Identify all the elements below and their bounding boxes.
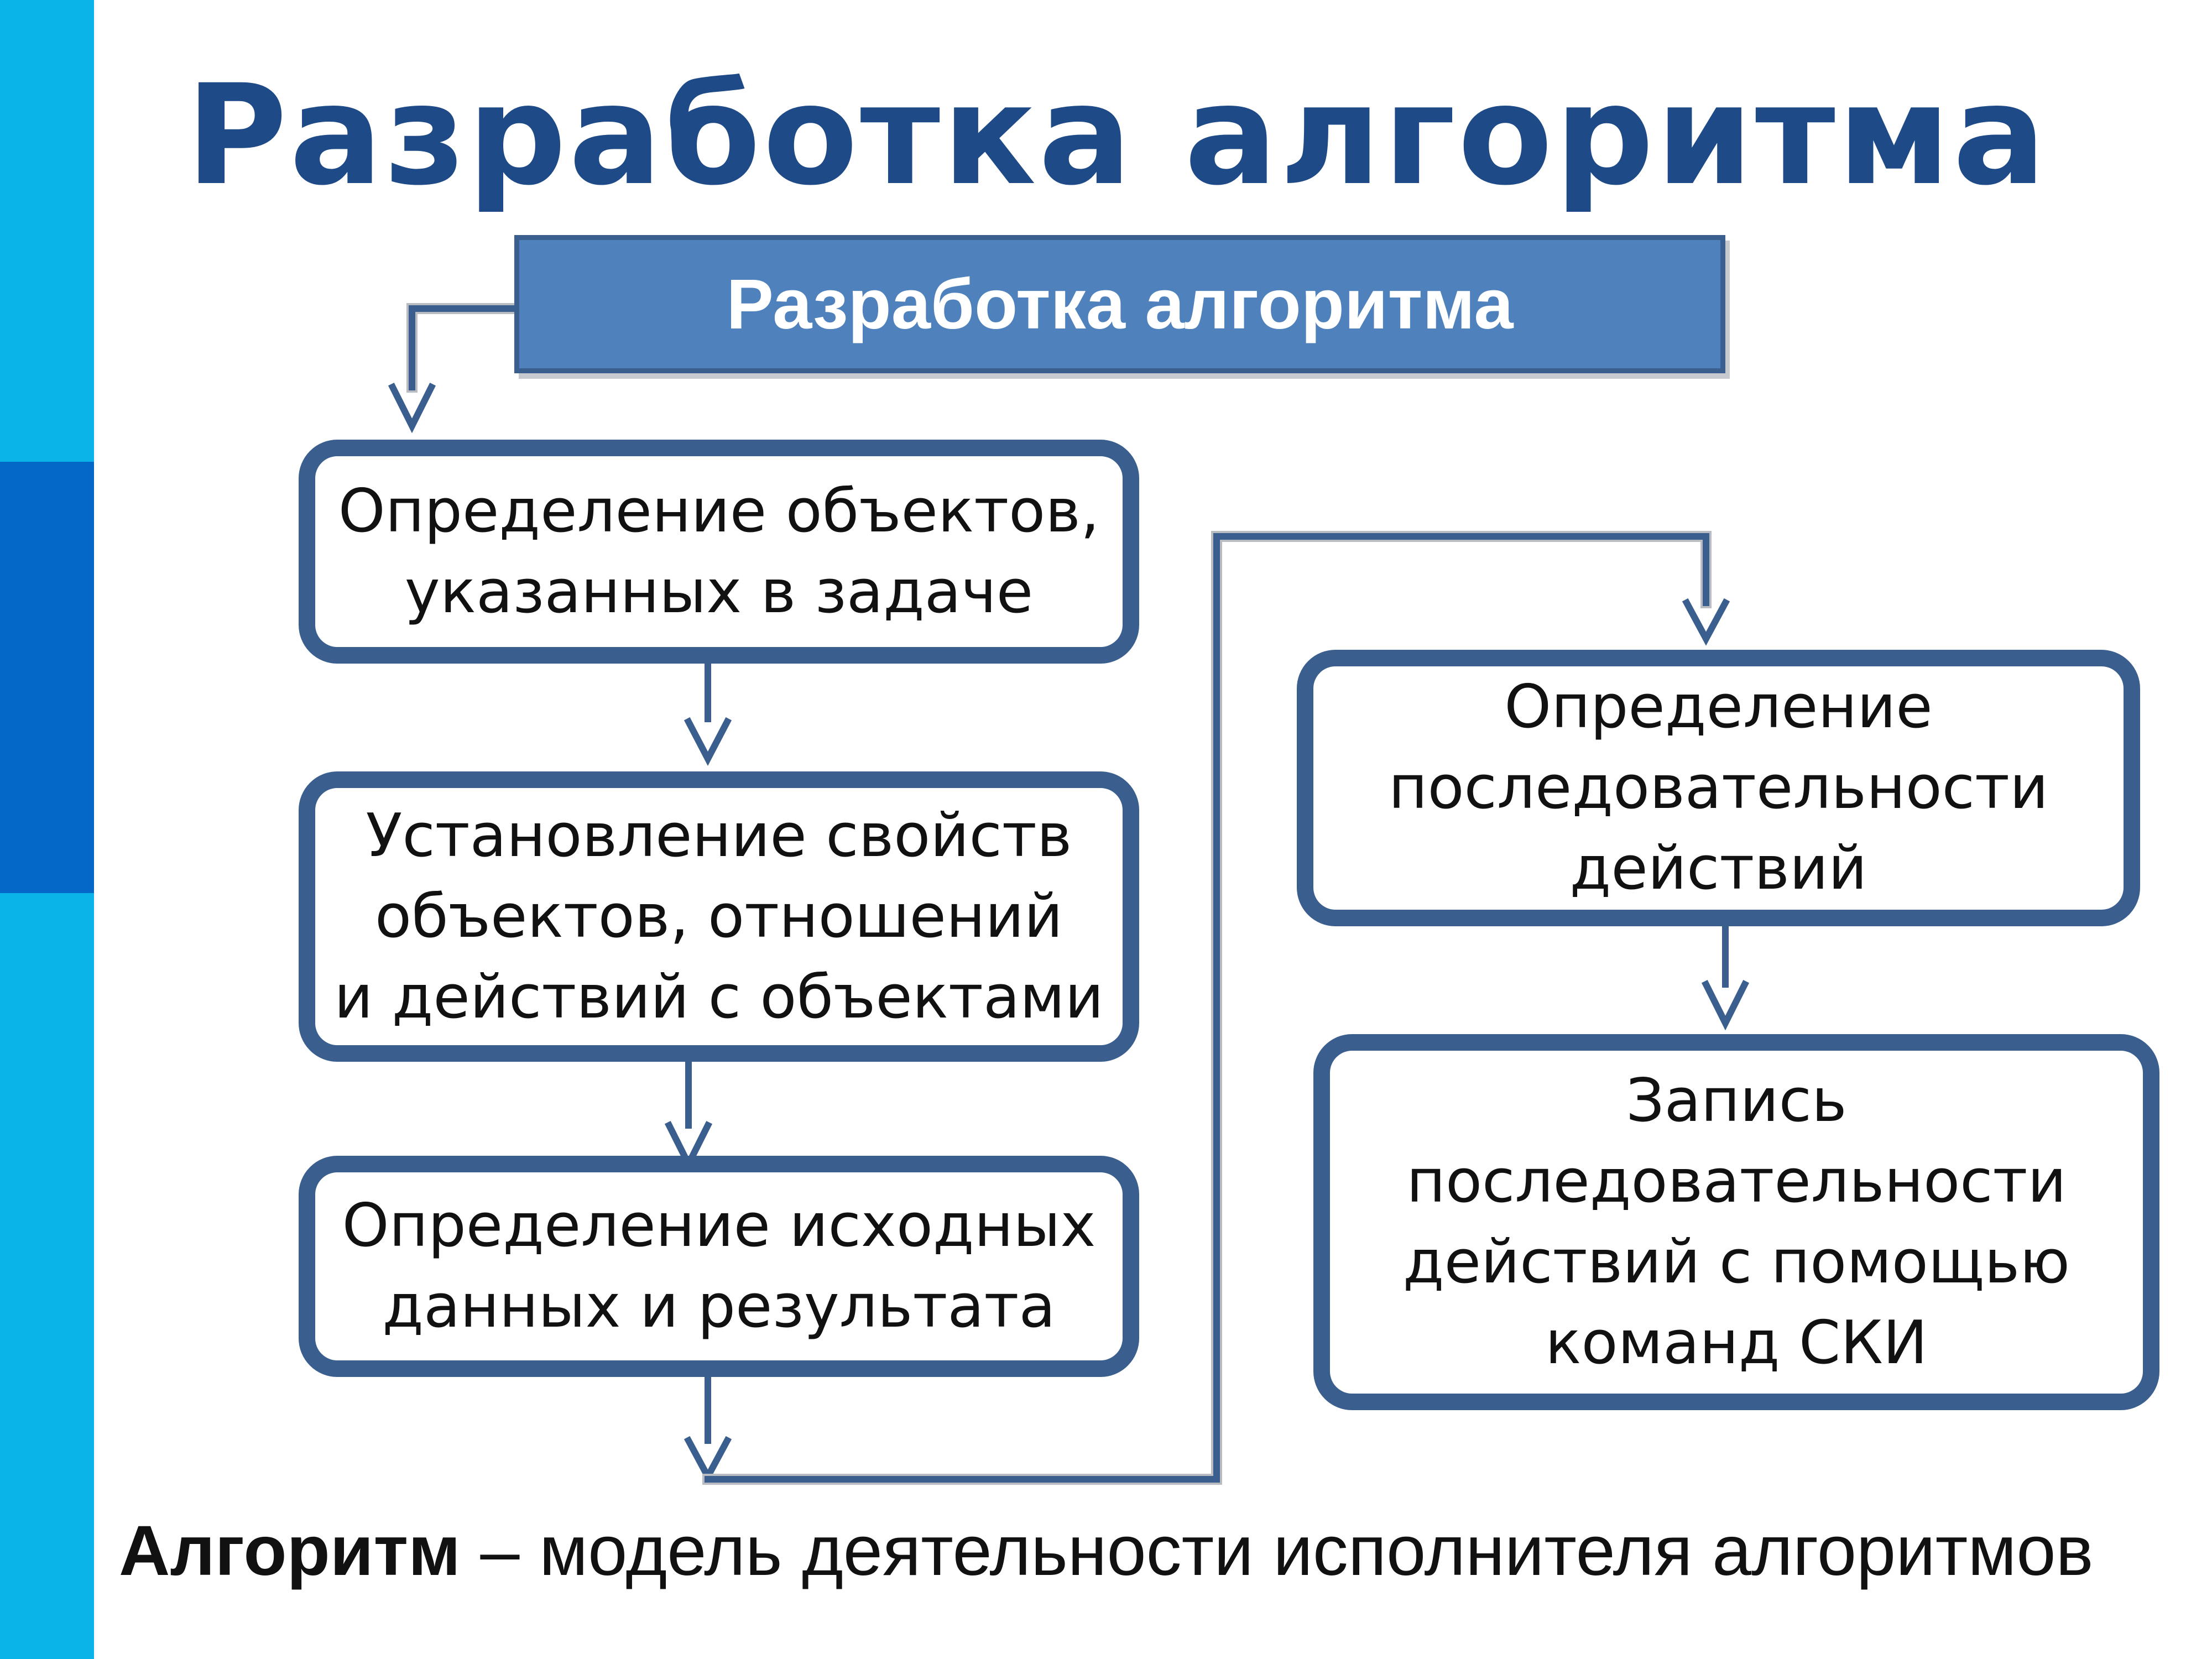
step-define-input-output: Определение исходных данных и результата <box>299 1156 1139 1377</box>
step-establish-properties: Установление свойств объектов, отношений… <box>299 771 1139 1062</box>
algorithm-development-header-box: Разработка алгоритма <box>514 235 1725 373</box>
algorithm-definition: Алгоритм – модель деятельности исполните… <box>119 1507 2198 1595</box>
step-define-action-sequence: Определение последовательности действий <box>1297 650 2140 926</box>
connector-step3-to-step4 <box>684 531 1730 1485</box>
sidebar-stripe-bottom <box>0 893 94 1659</box>
connector-header-to-step1 <box>388 303 520 434</box>
connector-step1-to-step2 <box>684 663 732 766</box>
connector-step2-to-step3 <box>664 1061 713 1172</box>
connector-step4-to-step5 <box>1701 926 1750 1031</box>
sidebar-stripe-top <box>0 0 94 462</box>
algorithm-definition-text: – модель деятельности исполнителя алгори… <box>460 1511 2094 1590</box>
algorithm-term: Алгоритм <box>119 1511 461 1590</box>
step-define-objects: Определение объектов, указанных в задаче <box>299 440 1139 664</box>
step-write-sequence-ski: Запись последовательности действий с пом… <box>1313 1034 2159 1410</box>
sidebar-stripe-middle <box>0 462 94 893</box>
page-title: Разработка алгоритма <box>186 55 2048 216</box>
